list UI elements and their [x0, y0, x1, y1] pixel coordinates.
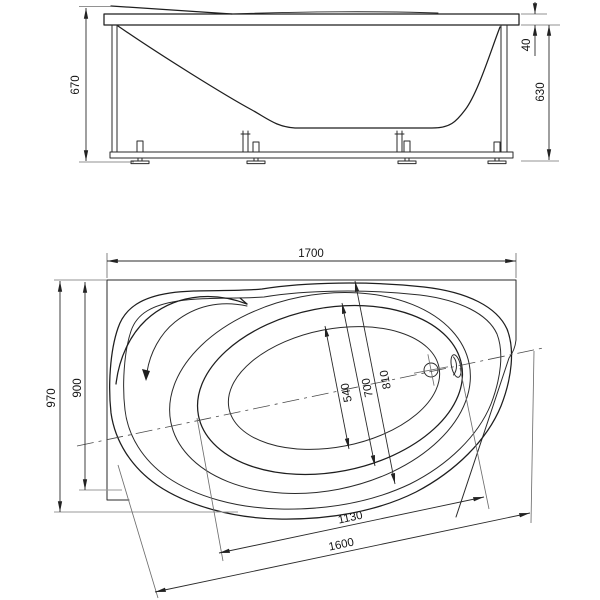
deck-shelf-edge: [169, 292, 471, 494]
dim-overall-width: 970: [46, 279, 238, 513]
rim-back-edge-line: [231, 11, 439, 15]
overflow-icon: [450, 354, 462, 378]
dim-label-40: 40: [521, 39, 533, 52]
support-post-right: [394, 130, 405, 153]
dim-label-810: 810: [378, 369, 393, 390]
left-frame-post: [111, 24, 118, 153]
drain-icon: [413, 354, 449, 386]
foot: [246, 157, 266, 165]
dim-label-700: 700: [360, 377, 375, 398]
foot: [130, 157, 150, 165]
apron-corner-edge: [455, 339, 517, 518]
plan-view: 1700 970 900 540 700 810: [46, 248, 544, 599]
dim-label-1700: 1700: [298, 248, 324, 260]
dim-wall-width: 900: [72, 282, 122, 491]
bottom-rail: [109, 151, 514, 159]
rail-brackets: [136, 140, 501, 153]
foot: [487, 157, 507, 165]
dim-frame-height: 630: [521, 24, 559, 162]
dim-label-1600: 1600: [328, 537, 356, 554]
dim-label-900: 900: [72, 378, 84, 397]
dim-label-540: 540: [339, 382, 354, 403]
right-frame-post: [500, 24, 508, 153]
dim-rim-length: 1600: [117, 350, 535, 599]
dim-label-970: 970: [46, 388, 58, 407]
dim-rim-thickness: 40: [521, 2, 560, 56]
support-post-left: [240, 130, 251, 153]
side-elevation-view: 670 40 630: [70, 2, 560, 165]
basin-profile: [117, 25, 501, 129]
rim-slab: [103, 13, 520, 26]
dim-deck-width: 810: [354, 280, 396, 485]
dim-total-height: 670: [70, 6, 134, 163]
axis-centerline: [76, 347, 544, 447]
dim-label-670: 670: [70, 75, 82, 94]
headrest-slope-line: [110, 5, 233, 15]
dim-label-630: 630: [535, 82, 547, 101]
foot: [397, 157, 417, 165]
dim-overall-length: 1700: [106, 248, 517, 278]
bowl-rim: [196, 304, 464, 476]
adjustable-feet: [130, 157, 507, 165]
dim-label-1130: 1130: [337, 510, 364, 527]
headrest-tip-arrow-icon: [142, 369, 150, 381]
headrest-outline: [115, 295, 248, 385]
enclosure-outline: [106, 279, 517, 501]
